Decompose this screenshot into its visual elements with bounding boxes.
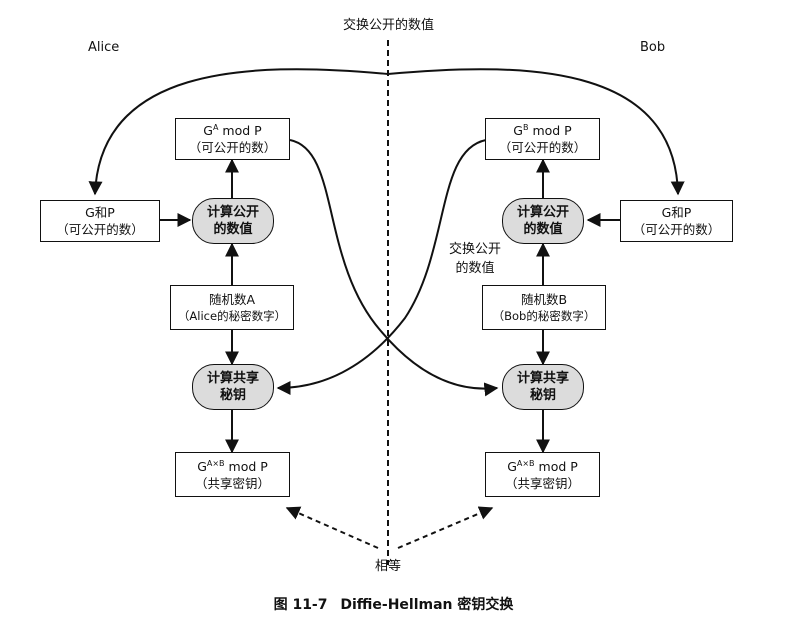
caption-figure-number: 图 11-7 — [273, 597, 328, 613]
exchange-curve-alice-to-bob — [289, 139, 499, 397]
alice-public-value-note: （可公开的数） — [188, 140, 277, 155]
exchange-label-line2: 的数值 — [455, 261, 495, 276]
bob-compute-shared-line1: 计算共享 — [516, 371, 569, 386]
alice-params-line1: G和P — [85, 205, 115, 220]
alice-random-line2: （Alice的秘密数字） — [177, 308, 287, 323]
alice-public-value-formula: GA mod P — [203, 122, 261, 139]
bob-shared-key-box: GA×B mod P （共享密钥） — [485, 452, 600, 497]
formula-base: G — [507, 458, 517, 474]
formula-base: G — [513, 123, 523, 138]
alice-compute-shared-line1: 计算共享 — [206, 371, 259, 386]
bob-public-value-formula: GB mod P — [513, 122, 571, 139]
bob-params-box: G和P （可公开的数） — [620, 200, 733, 242]
party-label-alice: Alice — [88, 40, 120, 55]
alice-params-line2: （可公开的数） — [56, 222, 144, 237]
alice-shared-key-box: GA×B mod P （共享密钥） — [175, 452, 290, 497]
alice-compute-public-line1: 计算公开 — [206, 205, 259, 220]
formula-rest: mod P — [224, 458, 268, 474]
formula-exponent: A×B — [206, 458, 225, 468]
formula-rest: mod P — [528, 123, 572, 138]
formula-rest: mod P — [534, 458, 578, 474]
bob-params-line2: （可公开的数） — [632, 222, 721, 237]
bob-random-box: 随机数B （Bob的秘密数字） — [482, 285, 606, 330]
formula-rest: mod P — [218, 123, 262, 138]
alice-compute-public-line2: 的数值 — [213, 222, 253, 237]
center-title: 交换公开的数值 — [342, 18, 434, 33]
bob-public-value-note: （可公开的数） — [498, 140, 587, 155]
formula-base: G — [203, 123, 213, 138]
bob-public-value-box: GB mod P （可公开的数） — [485, 118, 600, 160]
caption-title: Diffie-Hellman 密钥交换 — [340, 597, 514, 613]
alice-compute-shared-node: 计算共享 秘钥 — [192, 364, 274, 410]
party-label-bob: Bob — [640, 40, 666, 55]
bob-shared-key-formula: GA×B mod P — [507, 458, 578, 475]
bob-random-line1: 随机数B — [520, 291, 568, 307]
exchange-curve-bob-to-alice — [276, 139, 487, 395]
formula-exponent: A×B — [516, 458, 535, 468]
formula-base: G — [197, 458, 207, 474]
bob-compute-shared-line2: 秘钥 — [529, 388, 556, 403]
equal-arrow-right — [397, 506, 494, 549]
bob-params-line1: G和P — [661, 205, 692, 220]
alice-shared-key-note: （共享密钥） — [194, 475, 270, 491]
equal-arrow-left — [285, 506, 379, 549]
alice-params-box: G和P （可公开的数） — [40, 200, 160, 242]
exchange-label: 交换公开 的数值 — [440, 240, 510, 278]
top-arc-right — [387, 68, 685, 196]
top-arc-left — [88, 68, 389, 196]
formula-exponent: A — [212, 122, 219, 132]
exchange-label-line1: 交换公开 — [448, 242, 501, 257]
alice-random-line1: 随机数A — [208, 291, 256, 307]
alice-compute-public-node: 计算公开 的数值 — [192, 198, 274, 244]
alice-random-box: 随机数A （Alice的秘密数字） — [170, 285, 294, 330]
equal-label: 相等 — [374, 559, 401, 574]
bob-compute-public-line1: 计算公开 — [516, 205, 569, 220]
bob-compute-public-line2: 的数值 — [523, 222, 563, 237]
bob-random-line2: （Bob的秘密数字） — [492, 308, 596, 323]
alice-shared-key-formula: GA×B mod P — [197, 458, 268, 475]
alice-compute-shared-line2: 秘钥 — [219, 388, 246, 403]
bob-shared-key-note: （共享密钥） — [504, 475, 580, 491]
alice-public-value-box: GA mod P （可公开的数） — [175, 118, 290, 160]
formula-exponent: B — [522, 122, 529, 132]
bob-compute-public-node: 计算公开 的数值 — [502, 198, 584, 244]
bob-compute-shared-node: 计算共享 秘钥 — [502, 364, 584, 410]
figure-caption: 图 11-7 Diffie-Hellman 密钥交换 — [0, 594, 787, 614]
